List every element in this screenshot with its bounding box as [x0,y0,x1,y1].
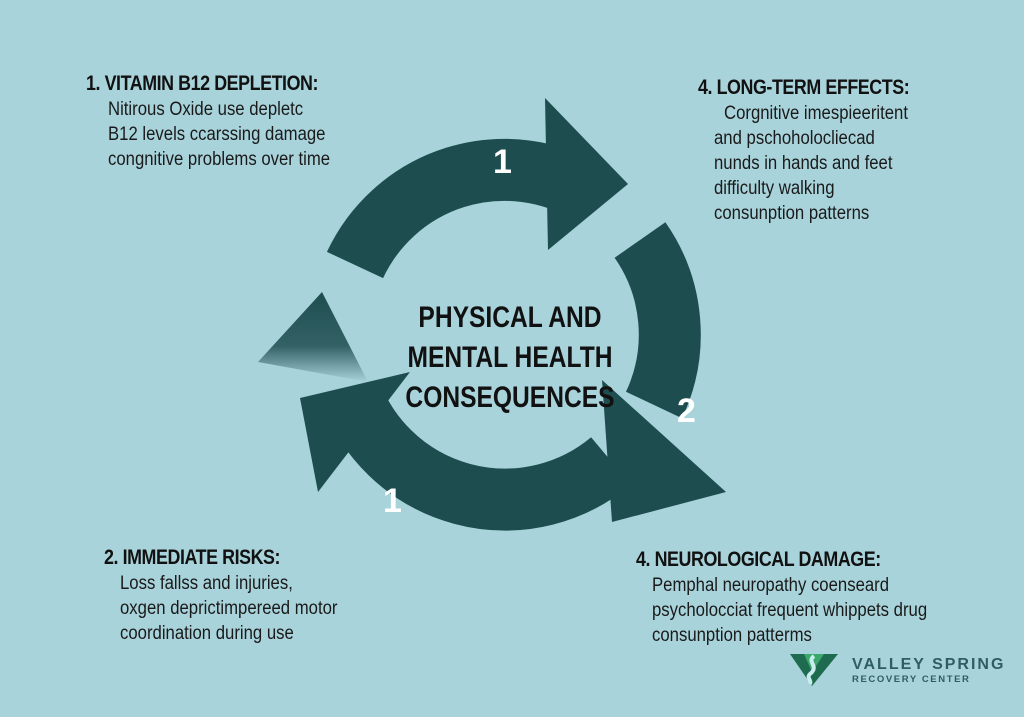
block-line: B12 levels ccarssing damage [108,124,326,145]
arrowhead-right [602,380,726,522]
block-heading: 4. LONG-TERM EFFECTS: [698,76,910,99]
cycle-number: 1 [383,482,402,520]
block-line: congnitive problems over time [108,149,331,170]
block-heading: 2. IMMEDIATE RISKS: [104,546,281,569]
title-line: CONSEQUENCES [405,381,615,414]
arrowhead-bottom [300,372,410,492]
valley-spring-logo: VALLEY SPRING RECOVERY CENTER [790,652,1005,688]
logo-mark-icon [790,654,838,686]
arrowhead-top [545,98,628,250]
block-line: difficulty walking [714,178,835,199]
block-heading: 4. NEUROLOGICAL DAMAGE: [636,548,881,571]
block-line: oxgen deprictimpereed motor [120,598,338,619]
block-vitamin-b12: 1. VITAMIN B12 DEPLETION: Nitirous Oxide… [86,72,360,171]
block-line: Corgnitive imespieeritent [724,103,909,124]
block-line: consunption patterns [714,203,870,224]
logo-subtitle: RECOVERY CENTER [852,673,971,685]
block-line: Pemphal neuropathy coenseard [652,575,890,596]
arrowhead-left-faded [258,292,368,382]
logo-name: VALLEY SPRING [852,655,1006,673]
block-line: nunds in hands and feet [714,153,893,174]
block-immediate-risks: 2. IMMEDIATE RISKS: Loss fallss and inju… [104,546,367,645]
block-line: coordination during use [120,623,294,644]
title-line: PHYSICAL AND [418,301,602,334]
block-line: consunption patterms [652,625,812,646]
cycle-arrow-right [614,222,701,419]
block-line: Loss fallss and injuries, [120,573,293,594]
cycle-arrow-bottom [320,379,631,531]
block-long-term-effects: 4. LONG-TERM EFFECTS: Corgnitive imespie… [698,76,947,225]
title-line: MENTAL HEALTH [407,341,613,374]
block-line: psycholocciat frequent whippets drug [652,600,928,621]
block-heading: 1. VITAMIN B12 DEPLETION: [86,72,319,95]
block-line: and pschoholocliecad [714,128,875,149]
block-line: Nitirous Oxide use depletc [108,99,304,120]
cycle-number: 2 [677,392,696,430]
cycle-number: 1 [493,143,512,181]
center-title: PHYSICAL AND MENTAL HEALTH CONSEQUENCES [403,298,616,418]
block-neurological-damage: 4. NEUROLOGICAL DAMAGE: Pemphal neuropat… [636,548,965,647]
